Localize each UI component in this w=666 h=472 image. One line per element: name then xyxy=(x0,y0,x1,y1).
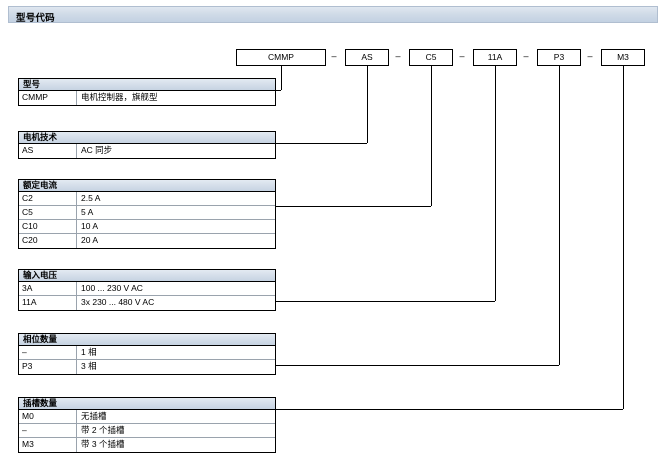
row-code: – xyxy=(19,346,77,359)
table-row: M3 带 3 个插槽 xyxy=(19,438,275,452)
table-row: –带 2 个插槽 xyxy=(19,424,275,438)
row-description: AC 同步 xyxy=(81,145,113,155)
row-description: 5 A xyxy=(81,207,94,217)
connector-vertical xyxy=(281,66,282,90)
block-title: 输入电压 xyxy=(18,269,276,282)
row-code: C5 xyxy=(19,206,77,219)
table-row: –1 相 xyxy=(19,346,275,360)
block-rows: C2 2.5 A C5 5 A C10 10 A C20 20 A xyxy=(18,192,276,249)
table-row: P3 3 相 xyxy=(19,360,275,374)
row-code: M0 xyxy=(19,410,77,423)
connector-horizontal xyxy=(276,143,367,144)
code-chip-m3: M3 xyxy=(601,49,645,66)
row-code: M3 xyxy=(19,438,77,452)
connector-horizontal xyxy=(276,90,281,91)
block-title: 电机技术 xyxy=(18,131,276,144)
code-separator-dash: – xyxy=(587,51,593,61)
row-code: 11A xyxy=(19,296,77,310)
table-row: 11A 3x 230 ... 480 V AC xyxy=(19,296,275,310)
row-code: P3 xyxy=(19,360,77,374)
row-code: – xyxy=(19,424,77,437)
connector-horizontal xyxy=(276,409,623,410)
block-rows: CMMP 电机控制器，旗舰型 xyxy=(18,91,276,106)
block-rows: AS AC 同步 xyxy=(18,144,276,159)
row-code: AS xyxy=(19,144,77,158)
row-code: C20 xyxy=(19,234,77,248)
block-rows: 3A 100 ... 230 V AC 11A 3x 230 ... 480 V AC xyxy=(18,282,276,311)
page-title: 型号代码 xyxy=(16,13,55,24)
table-row: C5 5 A xyxy=(19,206,275,220)
connector-horizontal xyxy=(276,301,495,302)
row-description: 20 A xyxy=(81,235,99,245)
table-row: C10 10 A xyxy=(19,220,275,234)
code-separator-dash: – xyxy=(459,51,465,61)
row-description: 3x 230 ... 480 V AC xyxy=(81,297,155,307)
code-chip-as: AS xyxy=(345,49,389,66)
row-description: 1 相 xyxy=(81,347,97,357)
row-code: CMMP xyxy=(19,91,77,105)
table-row: AS AC 同步 xyxy=(19,144,275,158)
row-code: 3A xyxy=(19,282,77,295)
code-separator-dash: – xyxy=(523,51,529,61)
row-description: 带 2 个插槽 xyxy=(81,425,125,435)
code-separator-dash: – xyxy=(331,51,337,61)
block-title: 插槽数量 xyxy=(18,397,276,410)
table-row: C20 20 A xyxy=(19,234,275,248)
block-title: 相位数量 xyxy=(18,333,276,346)
row-description: 10 A xyxy=(81,221,99,231)
row-description: 无插槽 xyxy=(81,411,107,421)
code-chip-p3: P3 xyxy=(537,49,581,66)
row-description: 带 3 个插槽 xyxy=(81,439,125,449)
table-row: C2 2.5 A xyxy=(19,192,275,206)
table-row: M0 无插槽 xyxy=(19,410,275,424)
connector-vertical xyxy=(559,66,560,365)
code-separator-dash: – xyxy=(395,51,401,61)
table-row: CMMP 电机控制器，旗舰型 xyxy=(19,91,275,105)
row-code: C10 xyxy=(19,220,77,233)
code-chip-11a: 11A xyxy=(473,49,517,66)
row-description: 电机控制器，旗舰型 xyxy=(81,92,158,102)
block-title: 额定电流 xyxy=(18,179,276,192)
row-description: 2.5 A xyxy=(81,193,101,203)
connector-horizontal xyxy=(276,206,431,207)
connector-vertical xyxy=(495,66,496,301)
connector-vertical xyxy=(431,66,432,206)
row-description: 100 ... 230 V AC xyxy=(81,283,143,293)
table-row: 3A 100 ... 230 V AC xyxy=(19,282,275,296)
block-title: 型号 xyxy=(18,78,276,91)
connector-vertical xyxy=(623,66,624,409)
panel-header: 型号代码 xyxy=(8,6,658,24)
connector-vertical xyxy=(367,66,368,143)
code-chip-cmmp: CMMP xyxy=(236,49,326,66)
connector-horizontal xyxy=(276,365,559,366)
row-description: 3 相 xyxy=(81,361,97,371)
code-chip-c5: C5 xyxy=(409,49,453,66)
row-code: C2 xyxy=(19,192,77,205)
